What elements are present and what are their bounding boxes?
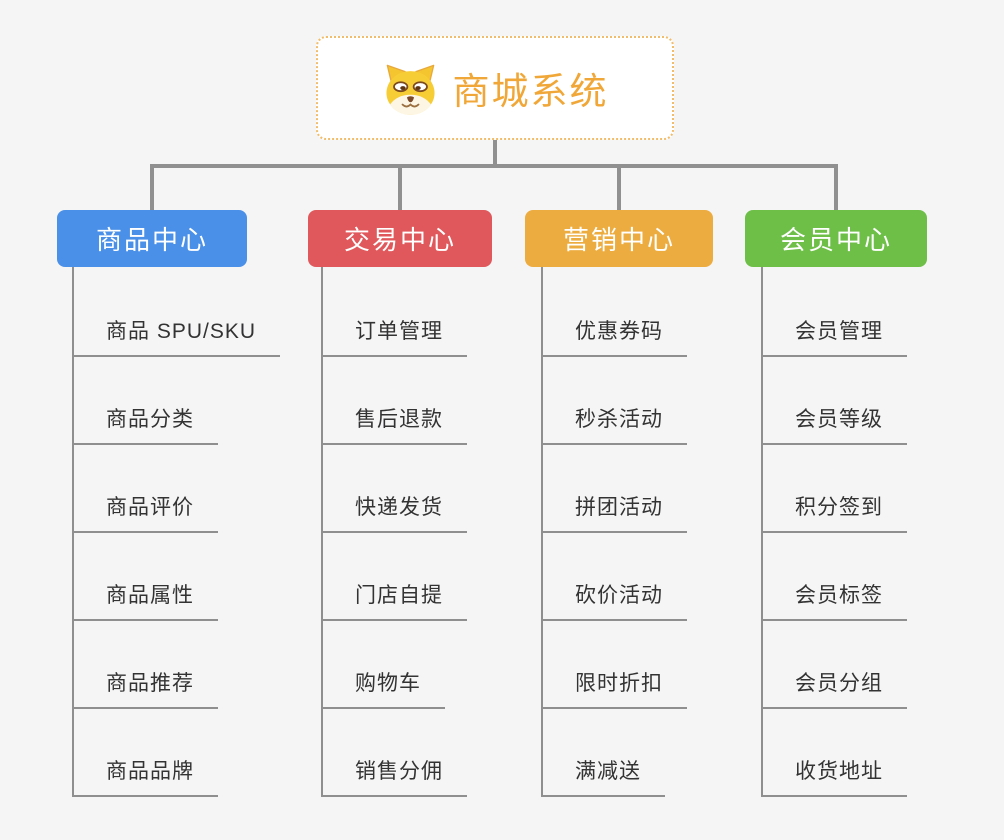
child-node[interactable]: 门店自提 — [321, 583, 467, 621]
child-node[interactable]: 会员标签 — [761, 583, 907, 621]
child-node[interactable]: 会员等级 — [761, 407, 907, 445]
child-node[interactable]: 限时折扣 — [541, 671, 687, 709]
child-node[interactable]: 秒杀活动 — [541, 407, 687, 445]
child-node[interactable]: 商品品牌 — [72, 759, 218, 797]
connector-stub-member — [834, 164, 838, 210]
child-node[interactable]: 优惠券码 — [541, 319, 687, 357]
child-node[interactable]: 砍价活动 — [541, 583, 687, 621]
connector-stub-marketing — [617, 164, 621, 210]
child-node[interactable]: 购物车 — [321, 671, 445, 709]
child-node[interactable]: 商品推荐 — [72, 671, 218, 709]
connector-stub-product — [150, 164, 154, 210]
child-node[interactable]: 销售分佣 — [321, 759, 467, 797]
connector-horizontal — [150, 164, 838, 168]
child-node[interactable]: 积分签到 — [761, 495, 907, 533]
child-node[interactable]: 商品评价 — [72, 495, 218, 533]
shiba-dog-icon — [385, 64, 435, 115]
branch-node-marketing[interactable]: 营销中心 — [525, 210, 713, 267]
child-node[interactable]: 满减送 — [541, 759, 665, 797]
children-column-trade: 订单管理 售后退款 快递发货 门店自提 购物车 销售分佣 — [321, 267, 467, 797]
child-node[interactable]: 快递发货 — [321, 495, 467, 533]
root-node-title: 商城系统 — [452, 71, 609, 112]
child-node[interactable]: 商品分类 — [72, 407, 218, 445]
branch-node-product[interactable]: 商品中心 — [57, 210, 247, 267]
child-node[interactable]: 拼团活动 — [541, 495, 687, 533]
child-node[interactable]: 会员管理 — [761, 319, 907, 357]
child-node[interactable]: 售后退款 — [321, 407, 467, 445]
child-node[interactable]: 会员分组 — [761, 671, 907, 709]
children-column-member: 会员管理 会员等级 积分签到 会员标签 会员分组 收货地址 — [761, 267, 907, 797]
child-node[interactable]: 商品属性 — [72, 583, 218, 621]
connector-root-stub — [493, 140, 497, 168]
child-node[interactable]: 商品 SPU/SKU — [72, 319, 281, 357]
branch-node-trade[interactable]: 交易中心 — [308, 210, 492, 267]
root-node[interactable]: 商城系统 — [316, 36, 674, 140]
children-column-marketing: 优惠券码 秒杀活动 拼团活动 砍价活动 限时折扣 满减送 — [541, 267, 687, 797]
child-node[interactable]: 收货地址 — [761, 759, 907, 797]
children-column-product: 商品 SPU/SKU 商品分类 商品评价 商品属性 商品推荐 商品品牌 — [72, 267, 281, 797]
child-node[interactable]: 订单管理 — [321, 319, 467, 357]
branch-node-member[interactable]: 会员中心 — [745, 210, 927, 267]
connector-stub-trade — [398, 164, 402, 210]
